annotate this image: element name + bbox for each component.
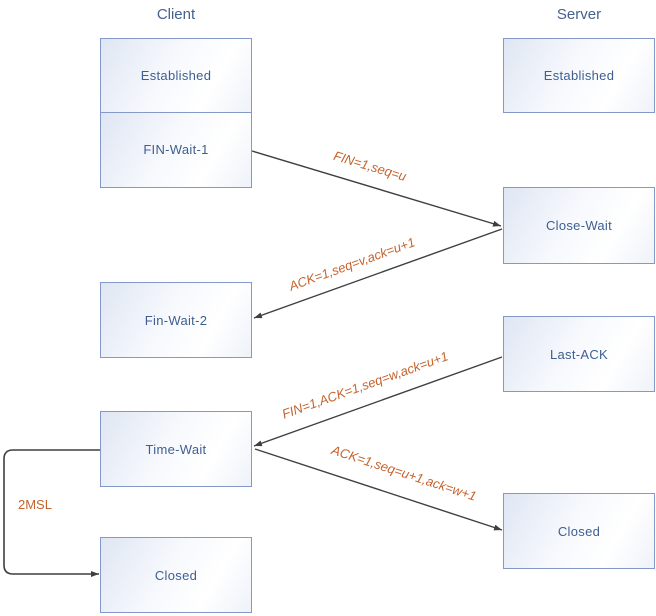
arrow-2msl-timer — [3, 449, 100, 577]
server-column-header: Server — [556, 6, 602, 23]
client-column-header: Client — [156, 6, 196, 23]
state-box-server-close-wait: Close-Wait — [503, 187, 655, 264]
state-box-client-fin-wait-2: Fin-Wait-2 — [100, 282, 252, 358]
message-label-last-ack: ACK=1,seq=u+1,ack=w+1 — [329, 442, 479, 504]
arrow-ack-server-to-client — [253, 228, 503, 319]
state-box-server-closed: Closed — [503, 493, 655, 569]
state-box-client-fin-wait-1: FIN-Wait-1 — [100, 111, 252, 188]
state-box-client-time-wait: Time-Wait — [100, 411, 252, 487]
state-box-client-established: Established — [100, 38, 252, 113]
message-label-fin: FIN=1,seq=u — [331, 148, 409, 184]
timer-label-2msl: 2MSL — [18, 497, 52, 512]
message-label-ack: ACK=1,seq=v,ack=u+1 — [287, 234, 417, 294]
state-box-server-last-ack: Last-ACK — [503, 316, 655, 392]
state-box-server-established: Established — [503, 38, 655, 113]
state-box-client-closed: Closed — [100, 537, 252, 613]
message-label-fin-ack: FIN=1,ACK=1,seq=w,ack=u+1 — [279, 348, 451, 422]
arrow-fin-ack-server-to-client — [253, 356, 503, 447]
